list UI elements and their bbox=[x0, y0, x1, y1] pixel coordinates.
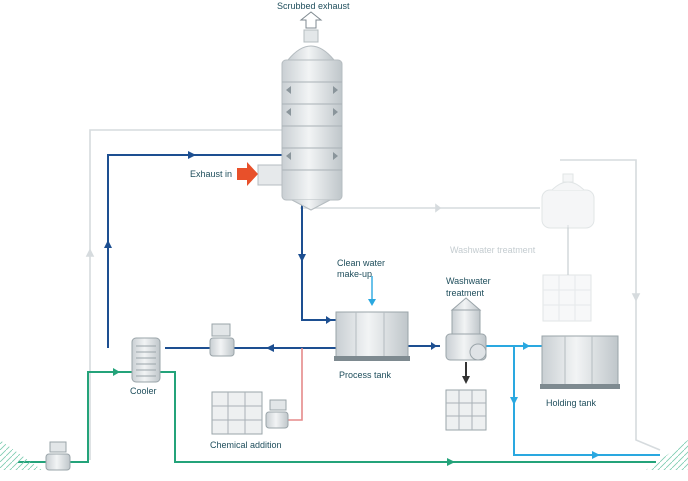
sea-left bbox=[0, 440, 42, 470]
chemical-addition-label: Chemical addition bbox=[210, 440, 282, 450]
scrubbed-exhaust-label: Scrubbed exhaust bbox=[277, 1, 350, 11]
scrubbed-exhaust-arrow bbox=[299, 11, 323, 29]
scrubber-tower bbox=[257, 29, 343, 211]
circulation-pump bbox=[209, 323, 235, 357]
process-tank bbox=[334, 311, 410, 361]
sea-water-pump bbox=[45, 441, 71, 471]
discharge-piping bbox=[486, 345, 660, 456]
cooler-label: Cooler bbox=[130, 386, 157, 396]
washwater-treatment-faint-label: Washwater treatment bbox=[450, 245, 536, 255]
washwater-separator bbox=[445, 297, 487, 384]
holding-tank-label: Holding tank bbox=[546, 398, 597, 408]
chemical-piping bbox=[282, 348, 303, 421]
washwater-treatment-label-line2: treatment bbox=[446, 288, 485, 298]
clean-water-label-line1: Clean water bbox=[337, 258, 386, 268]
discharge-arrows bbox=[510, 342, 600, 459]
clean-water-arrow bbox=[368, 299, 376, 306]
washwater-treatment-faint-equipment bbox=[541, 173, 595, 322]
sludge-container bbox=[445, 389, 487, 431]
inactive-piping bbox=[85, 129, 661, 460]
washwater-treatment-label-line1: Washwater bbox=[446, 276, 491, 286]
chemical-pump bbox=[265, 399, 289, 429]
sea-water-arrows bbox=[113, 368, 455, 466]
cooler bbox=[131, 337, 161, 383]
chemical-container bbox=[211, 391, 263, 435]
clean-water-label-line2: make-up bbox=[337, 269, 373, 279]
exhaust-in-arrow bbox=[237, 162, 258, 186]
circulation-piping bbox=[107, 154, 440, 349]
sea-right bbox=[646, 440, 688, 470]
holding-tank bbox=[540, 335, 620, 389]
circulation-arrows bbox=[104, 151, 437, 352]
process-tank-label: Process tank bbox=[339, 370, 392, 380]
exhaust-in-label: Exhaust in bbox=[190, 169, 233, 179]
